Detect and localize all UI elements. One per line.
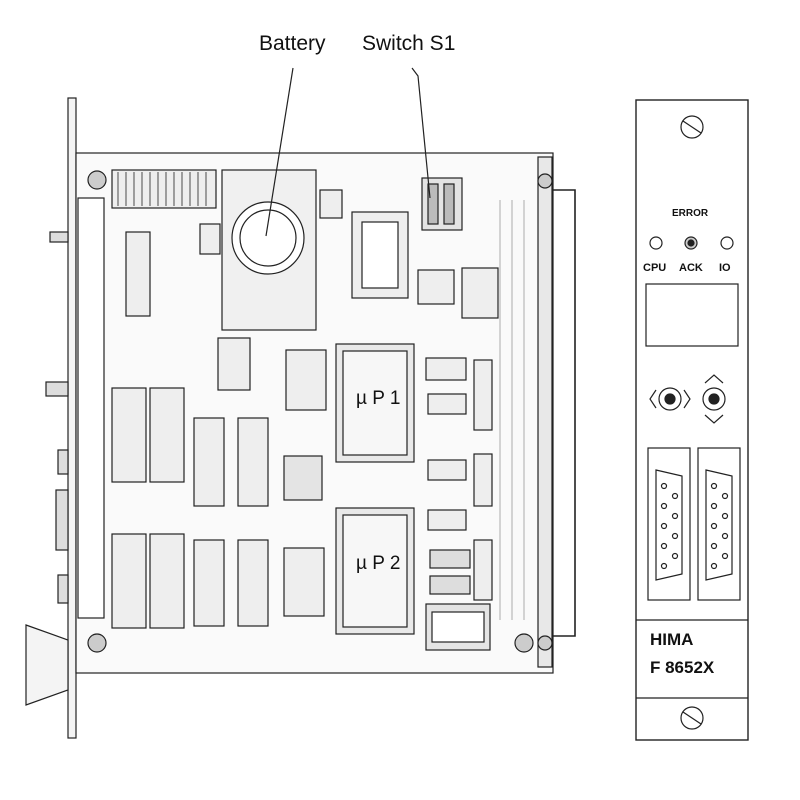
horizontal-adjust-icon	[658, 387, 682, 411]
ack-led-label: ACK	[679, 262, 703, 274]
processor-1-label: µ P 1	[356, 388, 401, 409]
io-led-label: IO	[719, 262, 731, 274]
dsub-connector-icon	[705, 469, 733, 581]
cpu-led-icon	[649, 236, 663, 250]
brand-label: HIMA	[650, 630, 694, 649]
battery-leader-line	[265, 67, 294, 237]
model-label: F 8652X	[650, 658, 715, 677]
screw-icon	[680, 115, 704, 139]
front-panel	[635, 99, 749, 741]
mounting-bracket	[25, 97, 77, 739]
serial-port-2	[697, 447, 741, 601]
serial-port-1	[647, 447, 691, 601]
io-led-icon	[720, 236, 734, 250]
dsub-connector-icon	[655, 469, 683, 581]
mounting-hole-icon	[87, 633, 107, 653]
screw-icon	[680, 706, 704, 730]
cpu-led-label: CPU	[643, 262, 667, 274]
battery-callout-label: Battery	[259, 32, 326, 55]
mounting-hole-icon	[537, 173, 553, 189]
mounting-hole-icon	[514, 633, 534, 653]
rear-connector	[537, 156, 553, 668]
error-heading: ERROR	[672, 208, 709, 219]
switch-leader-line	[411, 67, 431, 199]
processor-2-label: µ P 2	[356, 553, 401, 574]
battery-cell-icon	[231, 201, 305, 275]
circuit-board	[75, 152, 576, 674]
switch-s1-callout-label: Switch S1	[362, 32, 456, 55]
display-window	[645, 283, 739, 347]
vertical-adjust-icon	[702, 387, 726, 411]
mounting-hole-icon	[537, 635, 553, 651]
mounting-hole-icon	[87, 170, 107, 190]
